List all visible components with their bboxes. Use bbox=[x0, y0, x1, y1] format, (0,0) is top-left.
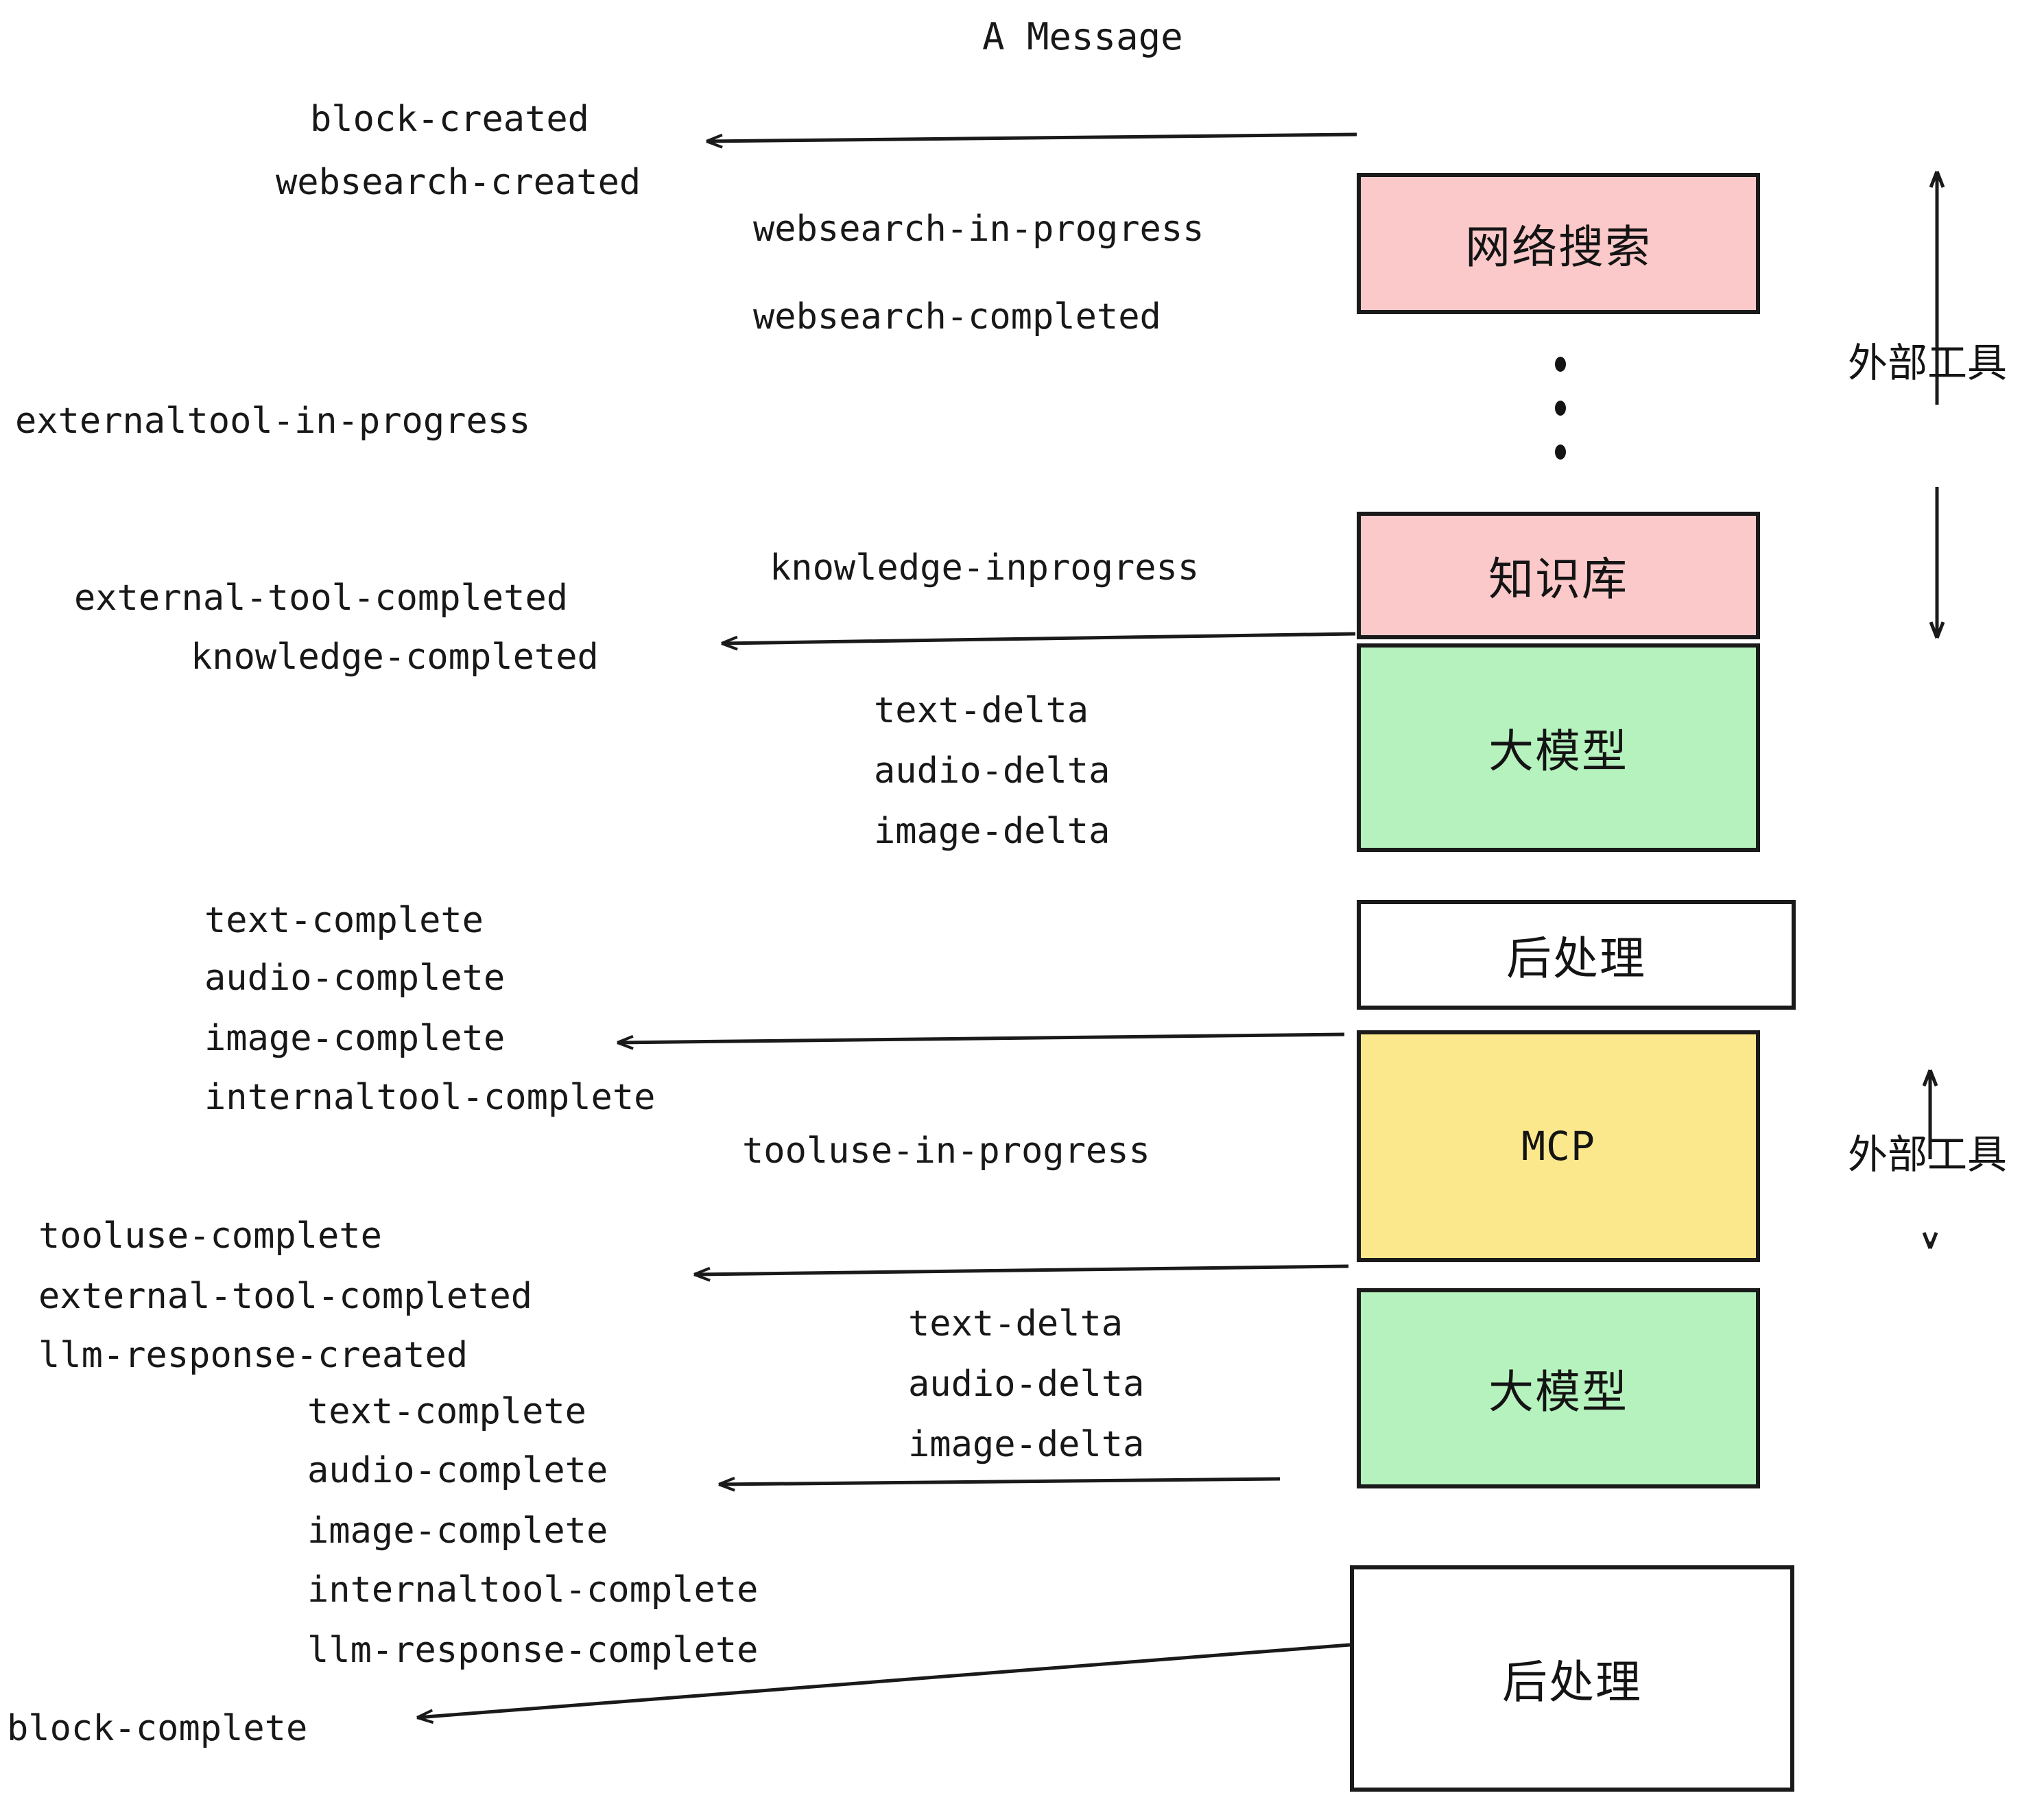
event-label-externaltool-in-progress: externaltool-in-progress bbox=[15, 401, 531, 442]
node-box-label: 知识库 bbox=[1488, 553, 1628, 606]
event-label-audio-delta-2: audio-delta bbox=[908, 1364, 1145, 1405]
event-label-image-delta-1: image-delta bbox=[874, 811, 1110, 852]
event-label-knowledge-completed: knowledge-completed bbox=[191, 637, 599, 678]
node-box-postprocess-2[interactable]: 后处理 bbox=[1350, 1565, 1794, 1792]
flow-arrow-block-created-arrow bbox=[706, 132, 1357, 149]
event-label-llm-response-created: llm-response-created bbox=[38, 1335, 468, 1376]
flow-arrow-knowledge-arrow bbox=[721, 632, 1356, 651]
node-box-websearch[interactable]: 网络搜索 bbox=[1357, 173, 1760, 314]
node-box-label: 大模型 bbox=[1488, 1366, 1628, 1419]
event-label-image-complete-1: image-complete bbox=[204, 1018, 506, 1059]
event-label-external-tool-completed-2: external-tool-completed bbox=[38, 1276, 533, 1317]
node-box-knowledge[interactable]: 知识库 bbox=[1357, 512, 1760, 639]
flow-arrow-tooluse-complete-arrow bbox=[693, 1264, 1349, 1282]
event-label-image-complete-2: image-complete bbox=[307, 1510, 608, 1552]
event-label-text-delta-1: text-delta bbox=[874, 690, 1089, 731]
event-label-external-tool-completed-1: external-tool-completed bbox=[74, 578, 569, 619]
side-label-external-tools-top: 外部工具 bbox=[1848, 340, 2008, 386]
node-box-label: 后处理 bbox=[1502, 1656, 1642, 1709]
event-label-knowledge-inprogress: knowledge-inprogress bbox=[770, 547, 1200, 589]
node-box-llm-2[interactable]: 大模型 bbox=[1357, 1288, 1760, 1488]
event-label-tooluse-in-progress: tooluse-in-progress bbox=[742, 1130, 1150, 1172]
event-label-text-complete-1: text-complete bbox=[204, 900, 484, 941]
event-label-websearch-completed: websearch-completed bbox=[753, 296, 1161, 337]
event-label-internaltool-complete-2: internaltool-complete bbox=[307, 1569, 759, 1611]
event-label-audio-complete-2: audio-complete bbox=[307, 1450, 608, 1491]
node-box-llm-1[interactable]: 大模型 bbox=[1357, 643, 1760, 852]
flow-arrow-audio-complete-arrow bbox=[718, 1476, 1281, 1492]
node-box-postprocess-1[interactable]: 后处理 bbox=[1357, 900, 1796, 1010]
event-label-block-complete: block-complete bbox=[7, 1708, 308, 1749]
node-box-label: MCP bbox=[1521, 1123, 1595, 1170]
node-box-label: 大模型 bbox=[1488, 725, 1628, 778]
event-label-image-delta-2: image-delta bbox=[908, 1424, 1145, 1465]
side-label-external-tools-bottom: 外部工具 bbox=[1848, 1131, 2008, 1178]
event-label-websearch-created: websearch-created bbox=[276, 162, 641, 203]
event-label-llm-response-complete: llm-response-complete bbox=[307, 1630, 759, 1671]
event-label-websearch-in-progress: websearch-in-progress bbox=[753, 209, 1204, 250]
page-title: A Message bbox=[982, 15, 1183, 58]
event-label-text-delta-2: text-delta bbox=[908, 1303, 1124, 1344]
node-box-mcp[interactable]: MCP bbox=[1357, 1030, 1760, 1262]
event-label-audio-delta-1: audio-delta bbox=[874, 750, 1110, 792]
event-label-audio-complete-1: audio-complete bbox=[204, 958, 506, 999]
event-label-block-created: block-created bbox=[310, 99, 589, 140]
vertical-ellipsis-icon bbox=[1554, 357, 1567, 460]
event-label-internaltool-complete-1: internaltool-complete bbox=[204, 1077, 656, 1118]
node-box-label: 后处理 bbox=[1506, 932, 1646, 985]
event-label-text-complete-2: text-complete bbox=[307, 1391, 586, 1432]
flow-arrow-image-complete-arrow bbox=[617, 1032, 1345, 1050]
node-box-label: 网络搜索 bbox=[1465, 221, 1652, 274]
event-label-tooluse-complete: tooluse-complete bbox=[38, 1215, 382, 1257]
